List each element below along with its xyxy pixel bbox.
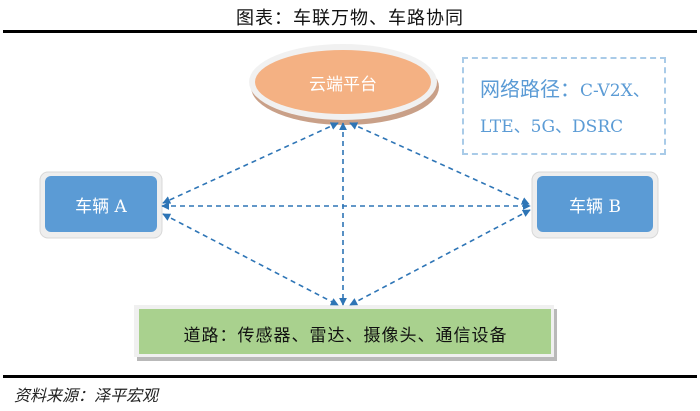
- network-path-box: 网络路径：C-V2X、 LTE、5G、DSRC: [462, 57, 666, 155]
- bottom-rule: [3, 375, 697, 378]
- top-rule: [3, 30, 697, 33]
- cloud-platform-label: 云端平台: [309, 75, 377, 95]
- arrow-cloud-vehicle-a: [162, 122, 339, 204]
- arrow-vehicle-a-road: [162, 213, 339, 306]
- cloud-ellipse: [255, 50, 431, 114]
- road-box: [139, 309, 551, 354]
- vehicle-a-label: 车辆 A: [75, 197, 127, 217]
- road-label: 道路：传感器、雷达、摄像头、通信设备: [183, 325, 508, 346]
- network-label: 网络路径：: [480, 77, 580, 101]
- source-note: 资料来源：泽平宏观: [14, 386, 159, 405]
- network-line1: C-V2X、: [580, 81, 650, 101]
- arrow-cloud-vehicle-b: [349, 122, 530, 205]
- network-line2: LTE、5G、DSRC: [480, 117, 624, 137]
- arrow-vehicle-b-road: [349, 209, 531, 306]
- vehicle-b-label: 车辆 B: [569, 197, 621, 217]
- vehicle-a-box: [45, 176, 157, 232]
- vehicle-b-box: [537, 176, 653, 232]
- figure-title: 图表：车联万物、车路协同: [236, 8, 464, 29]
